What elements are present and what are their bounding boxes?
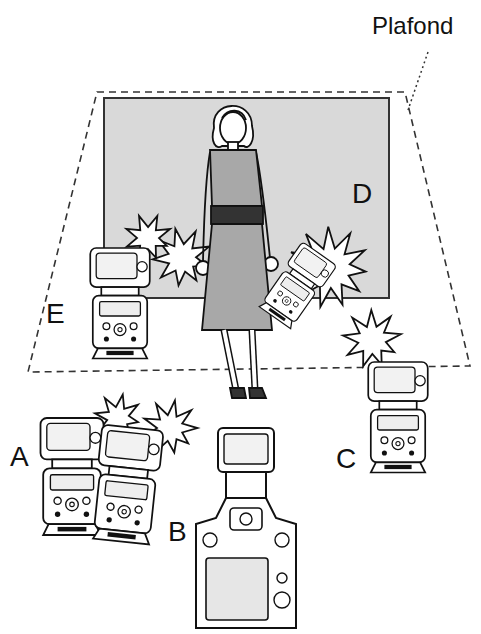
subject-figure [196,106,278,398]
flash-unit [258,242,337,330]
callout-letter: C [336,445,356,473]
leader-line [408,52,428,110]
callout-letter: B [168,518,187,546]
flash-unit [90,248,150,359]
camera [196,428,296,628]
flash-unit [368,362,428,473]
ceiling-outline [28,92,470,372]
flash-burst [343,310,401,366]
callout-letter: E [46,300,65,328]
area-label: Plafond [372,14,453,38]
callout-letter: D [352,180,372,208]
callout-letter: A [10,443,29,471]
flash-unit [90,424,163,544]
flash-unit [41,418,104,535]
